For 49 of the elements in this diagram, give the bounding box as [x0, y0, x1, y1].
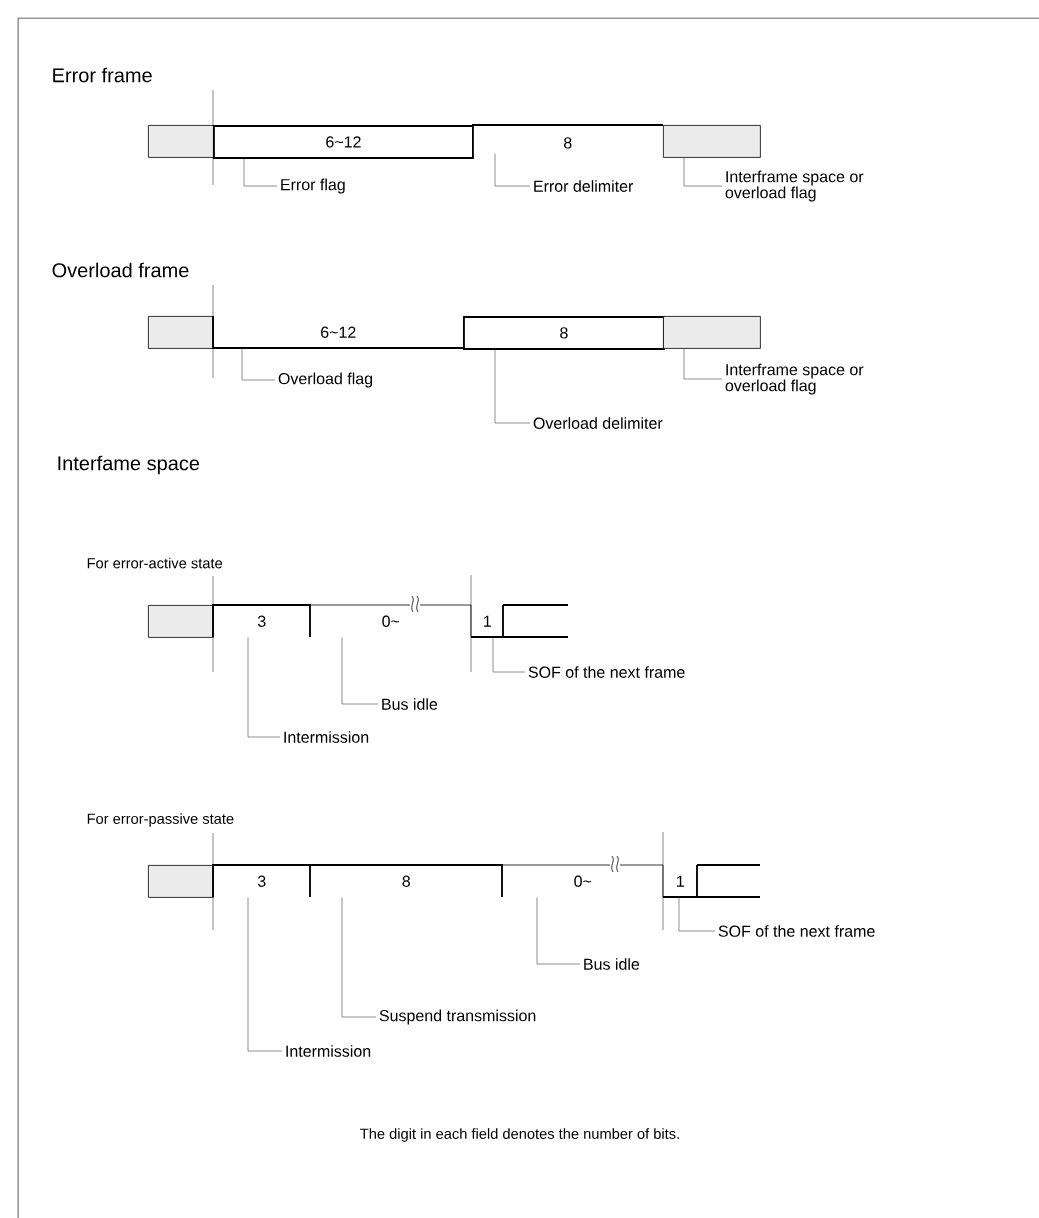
- signal-field: 8: [309, 864, 503, 898]
- leader-line: [243, 158, 278, 187]
- shaded-box: [663, 125, 761, 158]
- leader-line: [678, 897, 716, 932]
- leader-line: [247, 637, 281, 738]
- caption: The digit in each field denotes the number of bits.: [360, 1128, 679, 1142]
- leader-line: [341, 637, 379, 705]
- leader-line: [536, 897, 581, 965]
- leader-line: [683, 348, 723, 380]
- signal-field: 6~12: [212, 315, 464, 349]
- field-label: Bus idle: [382, 698, 438, 710]
- field-label: Overload flag: [278, 372, 373, 388]
- section-subheading: For error-active state: [87, 557, 223, 569]
- leader-line: [494, 349, 531, 424]
- section-subheading: For error-passive state: [87, 813, 234, 827]
- signal-field: 3: [212, 864, 311, 898]
- field-label: Bus idle: [584, 958, 640, 970]
- field-label: SOF of the next frame: [718, 925, 875, 937]
- field-label: Intermission: [286, 1045, 371, 1057]
- signal-field: 1: [662, 864, 698, 898]
- field-box: 8: [463, 316, 665, 350]
- shaded-box: [148, 316, 214, 349]
- section-heading: Interfame space: [58, 455, 200, 475]
- field-label: Interframe space or overload flag: [725, 363, 864, 395]
- signal-field: 0~: [501, 855, 664, 898]
- signal-field: 8: [471, 124, 664, 149]
- shaded-box: [148, 605, 214, 638]
- field-label: Suspend transmission: [379, 1009, 536, 1025]
- leader-line: [241, 348, 276, 381]
- section-heading: Error frame: [53, 67, 152, 83]
- field-label: Overload delimiter: [533, 417, 663, 429]
- leader-line: [492, 637, 526, 673]
- leader-line: [247, 897, 283, 1052]
- signal-field: 1: [470, 604, 504, 638]
- leader-line: [494, 153, 531, 187]
- field-label: Interframe space or overload flag: [725, 170, 864, 202]
- shaded-box: [148, 865, 214, 898]
- field-label: SOF of the next frame: [528, 666, 685, 678]
- leader-line: [683, 157, 723, 187]
- field-label: Error delimiter: [534, 180, 634, 192]
- signal-field: 3: [212, 604, 311, 638]
- shaded-box: [663, 316, 761, 349]
- section-heading: Overload frame: [52, 262, 189, 278]
- field-label: Intermission: [284, 731, 369, 743]
- leader-line: [341, 897, 377, 1018]
- field-box: 6~12: [213, 125, 474, 159]
- signal-field: 0~: [309, 595, 472, 638]
- shaded-box: [148, 125, 214, 158]
- field-label: Error flag: [281, 178, 345, 194]
